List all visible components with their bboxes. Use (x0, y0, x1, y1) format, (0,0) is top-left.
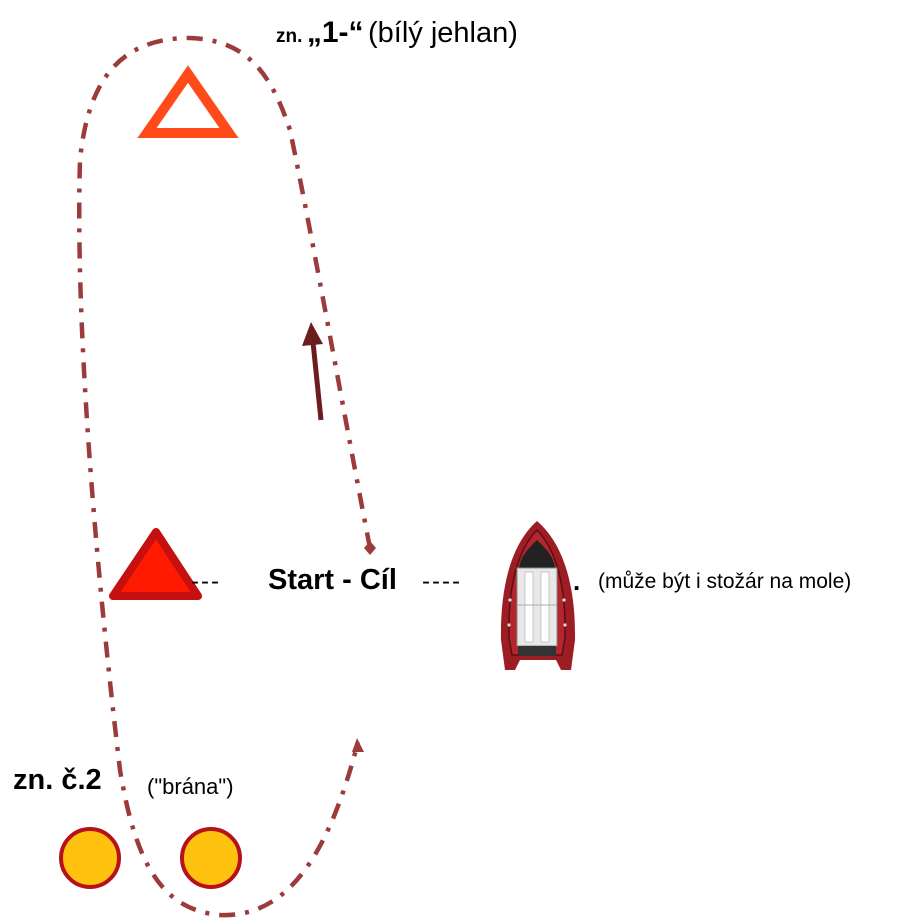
mark1-description: (bílý jehlan) (367, 17, 518, 49)
buoy-icon (180, 827, 242, 889)
mark2-description: ("brána") (147, 774, 234, 799)
start-finish-label: Start - Cíl (268, 564, 397, 596)
mark1-prefix: zn. (276, 26, 303, 47)
direction-arrow-icon (302, 322, 324, 421)
path-start-marker (364, 541, 376, 555)
start-line-dashes-right: ---- (422, 568, 462, 595)
mark1-number: „1-“ (306, 16, 364, 49)
start-line-dashes-left: --- (191, 568, 221, 595)
mark1-label: zn. „1-“ (bílý jehlan) (276, 18, 518, 48)
mark2-label: zn. č.2 (13, 764, 102, 796)
inflatable-boat-icon (500, 521, 576, 670)
buoy-icon (59, 827, 121, 889)
pyramid-mark-icon (137, 65, 239, 138)
boat-note: (může být i stožár na mole) (598, 570, 852, 593)
start-line-dot: . (573, 566, 581, 596)
path-end-arrowhead (352, 738, 364, 752)
course-path (76, 35, 373, 918)
start-triangle-icon (109, 528, 202, 600)
